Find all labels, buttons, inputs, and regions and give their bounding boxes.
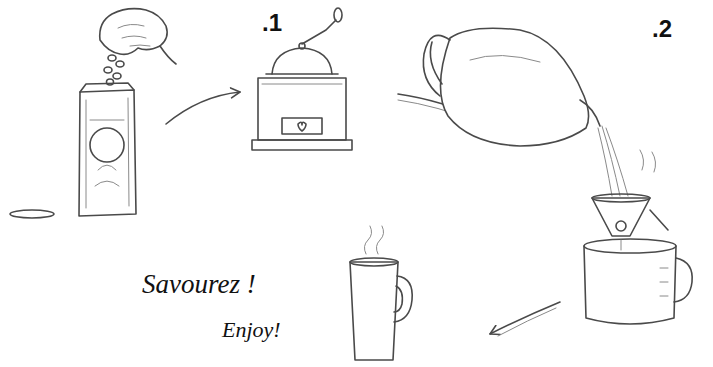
caption-french: Savourez !	[142, 270, 256, 300]
saucer	[10, 210, 54, 218]
coffee-beans	[104, 55, 124, 85]
step-arrow	[166, 92, 240, 124]
coffee-pot	[584, 239, 692, 324]
steam	[364, 226, 383, 254]
coffee-filter	[592, 194, 668, 236]
water-stream	[598, 126, 656, 196]
step-number: .1	[262, 10, 282, 36]
step-arrow-stroke	[498, 308, 556, 336]
coffee-cup	[350, 258, 412, 360]
step-arrow	[490, 302, 560, 334]
step-number: .2	[652, 16, 672, 42]
coffee-bag	[79, 83, 136, 216]
hand	[100, 9, 176, 64]
pouring-jug	[423, 28, 600, 146]
coffee-grinder	[252, 8, 352, 150]
caption-english: Enjoy!	[222, 318, 281, 342]
